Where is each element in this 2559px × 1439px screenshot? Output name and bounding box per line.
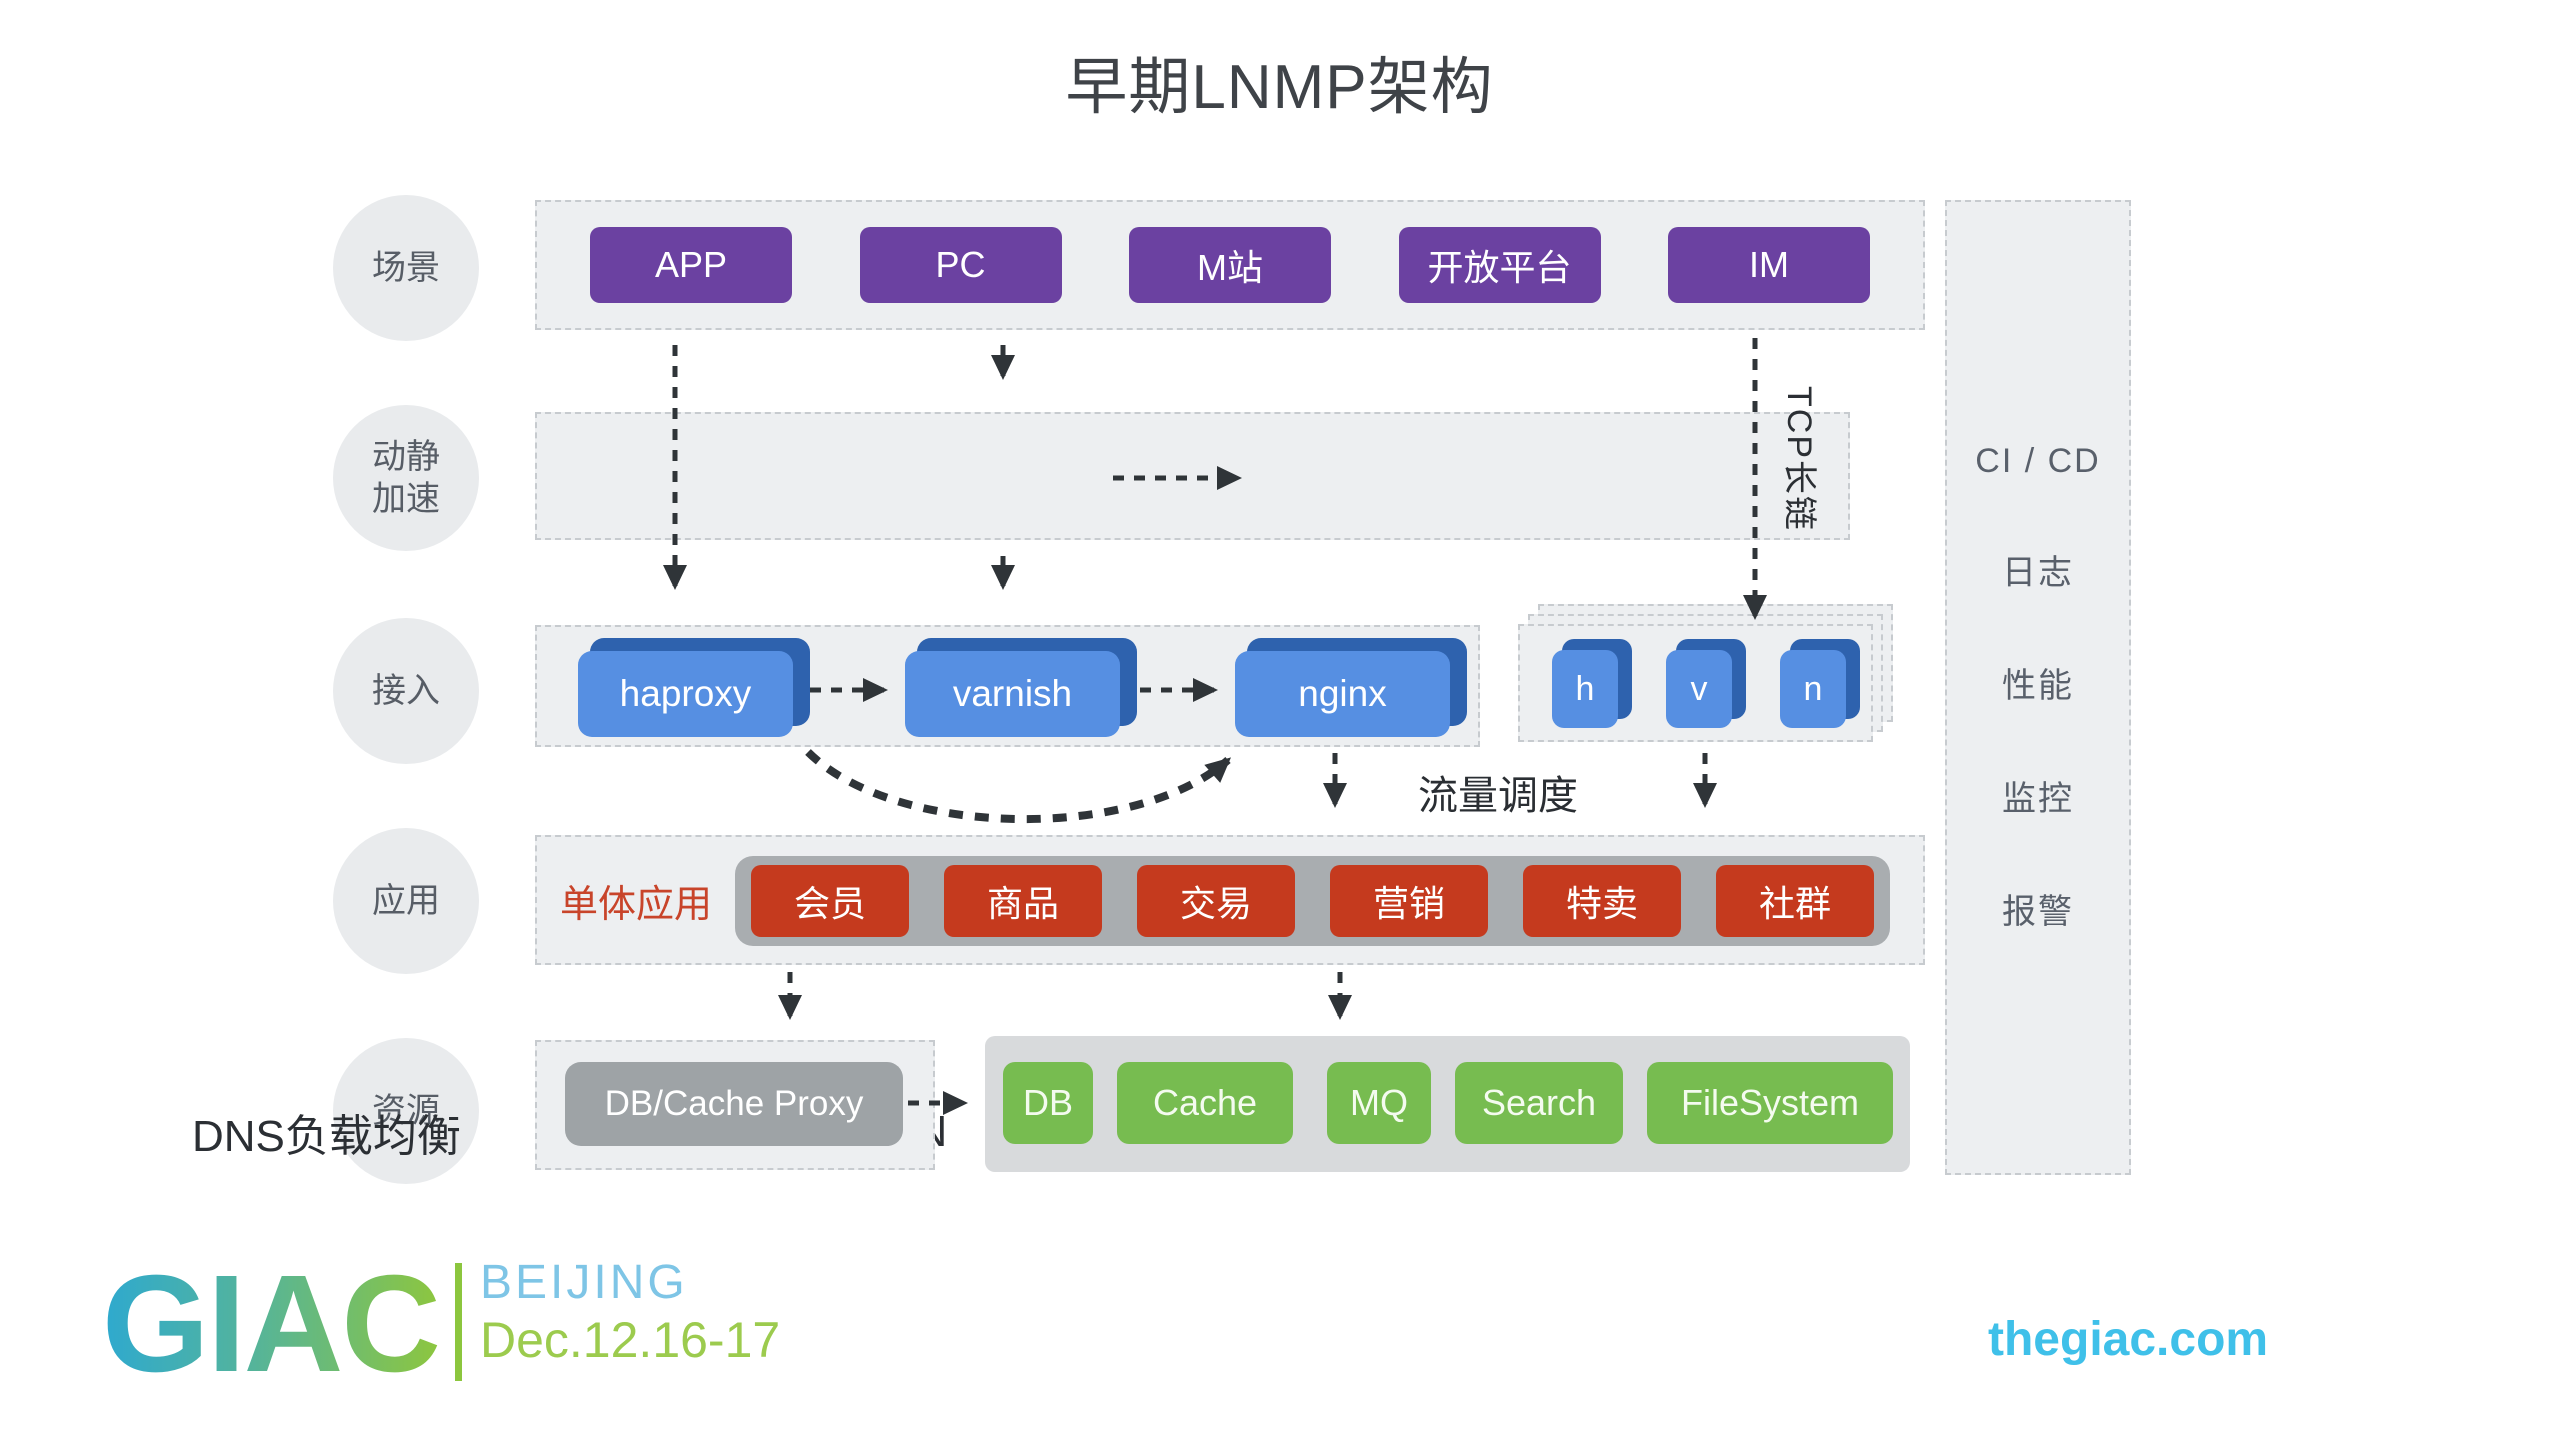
store-chip-filesystem: FileSystem — [1647, 1062, 1893, 1144]
giac-logo: GIAC BEIJING Dec.12.16-17 — [102, 1255, 780, 1393]
service-chip-product: 商品 — [944, 865, 1102, 937]
acceleration-zone — [535, 412, 1850, 540]
logo-subtext: BEIJING Dec.12.16-17 — [480, 1256, 781, 1370]
giac-logo-text: GIAC — [102, 1247, 441, 1401]
sidebar-item-cicd: CI / CD — [1975, 442, 2101, 480]
store-chip-search: Search — [1455, 1062, 1623, 1144]
storage-panel: DB Cache MQ Search FileSystem — [985, 1036, 1910, 1172]
rail-circle-resource: 资源 — [333, 1038, 479, 1184]
rail-label: 动静 加速 — [372, 437, 440, 519]
db-cache-proxy-box: DB/Cache Proxy — [565, 1062, 903, 1146]
service-chip-member: 会员 — [751, 865, 909, 937]
traffic-scheduling-label: 流量调度 — [1418, 774, 1578, 818]
scene-chip-im: IM — [1668, 227, 1870, 303]
rail-label: 场景 — [372, 248, 440, 287]
scene-zone: APP PC M站 开放平台 IM — [535, 200, 1925, 330]
scene-chip-open-platform: 开放平台 — [1398, 227, 1601, 303]
store-chip-db: DB — [1003, 1062, 1093, 1144]
scene-chip-pc: PC — [859, 227, 1062, 303]
service-chip-trade: 交易 — [1137, 865, 1295, 937]
page-title: 早期LNMP架构 — [1065, 53, 1494, 122]
rail-label: 接入 — [372, 671, 440, 710]
store-chip-mq: MQ — [1327, 1062, 1431, 1144]
logo-city: BEIJING — [480, 1256, 688, 1309]
website-link: thegiac.com — [1988, 1313, 2269, 1366]
haproxy-cube: h — [1552, 639, 1632, 728]
scene-chip-app: APP — [590, 227, 792, 303]
rail-label: 资源 — [372, 1091, 440, 1130]
varnish-cube: v — [1666, 639, 1746, 728]
monolith-app-label: 单体应用 — [560, 883, 713, 926]
rail-label: 应用 — [372, 881, 440, 920]
sidebar-item-performance: 性能 — [2002, 667, 2074, 705]
sidebar-item-alerting: 报警 — [2002, 893, 2074, 931]
sidebar-item-logs: 日志 — [2002, 554, 2074, 592]
nginx-box: nginx — [1235, 638, 1467, 737]
haproxy-box: haproxy — [578, 638, 810, 737]
scene-chip-msite: M站 — [1129, 227, 1331, 303]
ops-sidebar: CI / CD 日志 性能 监控 报警 — [1945, 200, 2131, 1175]
store-chip-cache: Cache — [1117, 1062, 1293, 1144]
dns-load-balance-label: DNS负载均衡 — [192, 1111, 461, 1161]
rail-circle-acceleration: 动静 加速 — [333, 405, 479, 551]
service-chip-marketing: 营销 — [1330, 865, 1488, 937]
tcp-long-connection-label: TCP长链 — [1780, 386, 1818, 532]
logo-divider — [455, 1263, 462, 1381]
sidebar-item-monitoring: 监控 — [2002, 780, 2074, 818]
rail-circle-scene: 场景 — [333, 195, 479, 341]
varnish-box: varnish — [905, 638, 1137, 737]
rail-circle-application: 应用 — [333, 828, 479, 974]
monolith-panel: 会员 商品 交易 营销 特卖 社群 — [735, 856, 1890, 946]
service-chip-flash-sale: 特卖 — [1523, 865, 1681, 937]
nginx-cube: n — [1780, 639, 1860, 728]
rail-circle-access: 接入 — [333, 618, 479, 764]
logo-date: Dec.12.16-17 — [480, 1311, 781, 1368]
service-chip-community: 社群 — [1716, 865, 1874, 937]
